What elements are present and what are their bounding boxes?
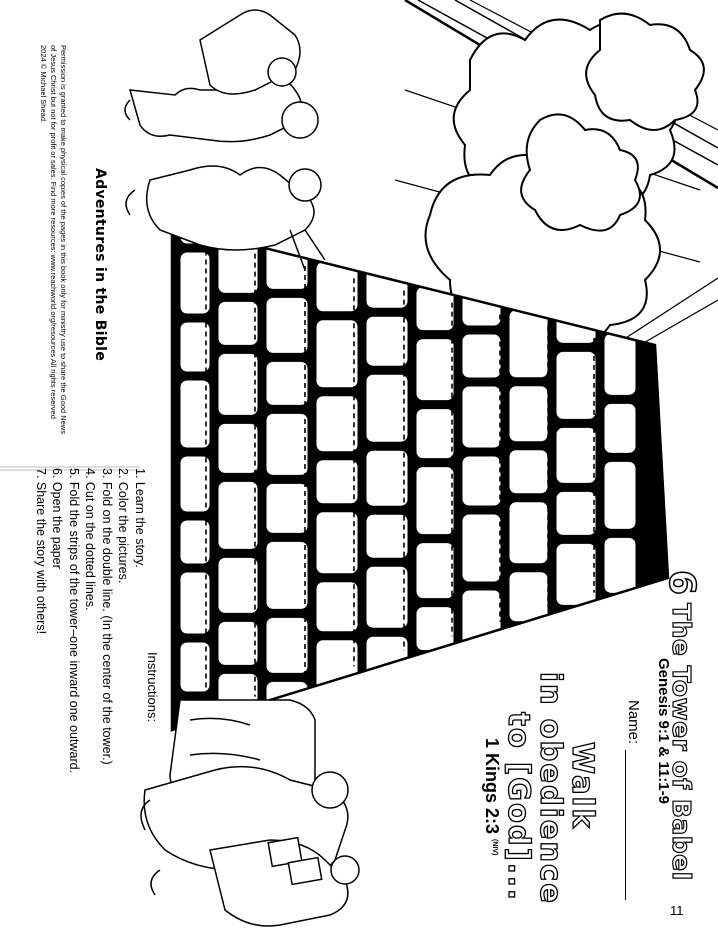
brick <box>365 635 409 687</box>
brick-tower <box>170 223 670 732</box>
instruction-step: 7. Share the story with others! <box>34 468 48 635</box>
brick <box>603 332 637 396</box>
brick <box>265 360 309 406</box>
brick <box>217 620 259 666</box>
brick <box>265 616 309 674</box>
series-title: Adventures in the Bible <box>92 168 108 362</box>
brick <box>555 490 597 536</box>
instruction-step: 5. Fold the strips of the tower–one inwa… <box>67 468 81 774</box>
brick <box>415 542 455 600</box>
brick <box>415 658 455 722</box>
instruction-step: 1. Learn the story. <box>133 468 147 568</box>
brick <box>179 321 211 373</box>
name-label: Name: <box>625 700 642 745</box>
brick <box>603 600 637 646</box>
brick <box>265 296 309 354</box>
verse-line-1: Walk <box>565 741 600 830</box>
brick <box>508 385 549 443</box>
brick <box>179 379 211 449</box>
brick <box>365 513 409 559</box>
brick <box>217 422 259 474</box>
brick <box>555 542 597 606</box>
brick <box>365 449 409 507</box>
brick <box>555 612 597 664</box>
brick <box>365 373 409 443</box>
page-number: 11 <box>670 903 684 918</box>
brick <box>461 455 502 507</box>
brick <box>315 459 359 505</box>
brick <box>415 466 455 536</box>
name-field[interactable]: Name: <box>625 700 642 901</box>
brick <box>179 455 211 513</box>
instruction-step: 4. Cut on the dotted lines. <box>83 468 98 611</box>
memory-verse-reference: 1 Kings 2:3 (NIV) <box>481 738 502 855</box>
people-pointing-group <box>124 9 326 271</box>
brick <box>461 385 502 449</box>
brick <box>508 501 549 565</box>
brick <box>265 540 309 610</box>
brick <box>315 511 359 575</box>
name-blank-line[interactable] <box>625 750 640 901</box>
brick <box>179 251 211 315</box>
brick <box>508 449 549 495</box>
brick <box>265 412 309 476</box>
verse-line-2: in obedience <box>533 671 568 905</box>
brick <box>265 482 309 534</box>
brick <box>555 350 597 420</box>
brick <box>315 395 359 453</box>
brick <box>179 641 211 693</box>
lesson-number: 6 <box>660 569 703 596</box>
verse-line-3: to [God]... <box>501 711 536 902</box>
brick <box>603 536 637 594</box>
brick <box>415 408 455 460</box>
instruction-step: 2. Color the pictures. <box>116 468 131 584</box>
brick <box>315 319 359 389</box>
brick <box>461 653 502 699</box>
brick <box>179 519 211 565</box>
clouds <box>424 12 705 344</box>
brick <box>555 426 597 484</box>
brick <box>217 556 259 614</box>
brick <box>461 589 502 647</box>
brick <box>461 333 502 379</box>
brick <box>315 581 359 633</box>
scripture-reference: Genesis 9:1 & 11:1-9 <box>655 658 672 804</box>
instructions-list: 1. Learn the story. 2. Color the picture… <box>33 468 149 773</box>
brick <box>461 513 502 583</box>
brick <box>179 571 211 635</box>
brick <box>603 460 637 530</box>
brick <box>217 300 259 346</box>
brick <box>508 309 549 379</box>
instruction-step: 6. Open the paper <box>50 468 65 569</box>
instruction-step: 3. Fold on the double line. (In the cent… <box>100 468 114 765</box>
brick <box>217 480 259 550</box>
brick <box>415 338 455 402</box>
verse-ref-text: 1 Kings 2:3 <box>482 738 502 835</box>
people-carrying-bricks <box>140 699 360 927</box>
brick <box>365 315 409 367</box>
verse-version: (NIV) <box>491 839 498 856</box>
brick <box>365 565 409 629</box>
copyright-notice: Permission is granted to make physical c… <box>39 45 68 434</box>
brick <box>217 352 259 416</box>
brick <box>603 402 637 454</box>
brick <box>508 571 549 623</box>
